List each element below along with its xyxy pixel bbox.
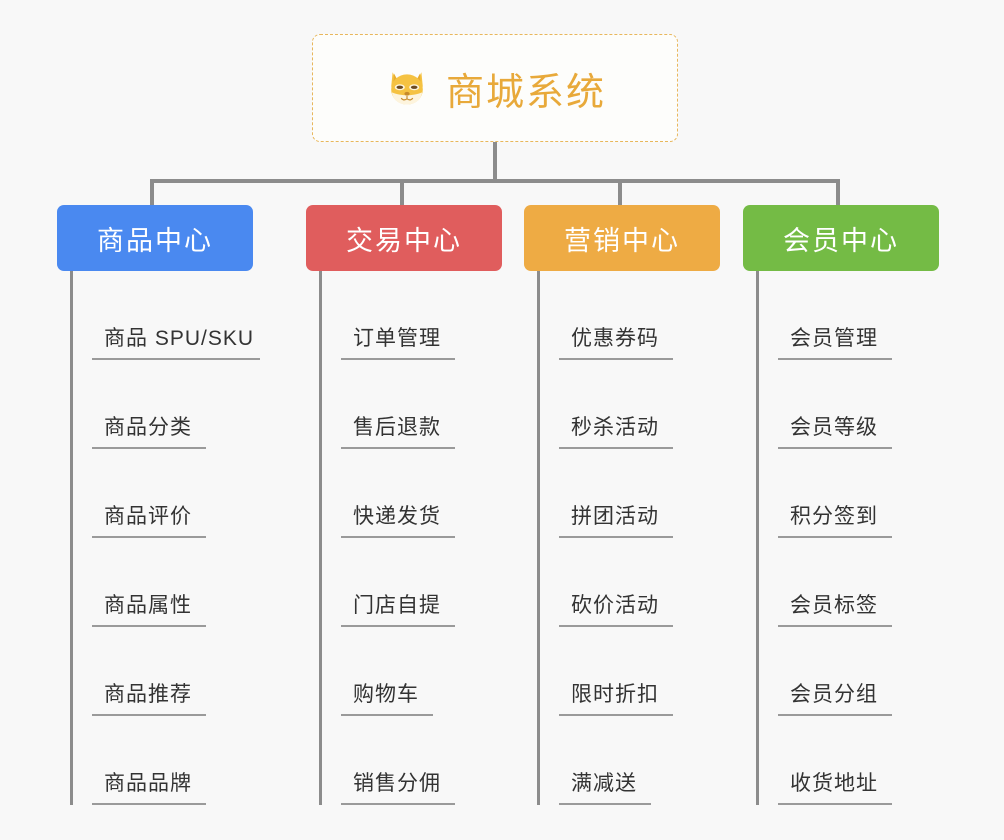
- leaf-item[interactable]: 购物车: [322, 627, 502, 716]
- leaf-item[interactable]: 商品属性: [73, 538, 253, 627]
- leaf-label: 快递发货: [341, 500, 455, 538]
- leaf-label: 订单管理: [341, 322, 455, 360]
- leaf-item[interactable]: 商品推荐: [73, 627, 253, 716]
- leaf-label: 商品品牌: [92, 767, 206, 805]
- leaf-label: 优惠券码: [559, 322, 673, 360]
- leaf-label: 会员标签: [778, 589, 892, 627]
- leaf-item[interactable]: 砍价活动: [540, 538, 720, 627]
- category-header-3[interactable]: 营销中心: [524, 205, 720, 271]
- connector-drop-4: [836, 179, 840, 207]
- category-header-4-label: 会员中心: [783, 225, 899, 256]
- leaf-list-4: 会员管理 会员等级 积分签到 会员标签 会员分组 收货地址: [756, 271, 939, 805]
- category-header-2[interactable]: 交易中心: [306, 205, 502, 271]
- leaf-item[interactable]: 订单管理: [322, 271, 502, 360]
- leaf-item[interactable]: 售后退款: [322, 360, 502, 449]
- leaf-item[interactable]: 门店自提: [322, 538, 502, 627]
- leaf-item[interactable]: 商品评价: [73, 449, 253, 538]
- branch-column-2: 交易中心 订单管理 售后退款 快递发货 门店自提 购物车 销售分佣: [306, 205, 502, 805]
- category-header-1[interactable]: 商品中心: [57, 205, 253, 271]
- leaf-label: 销售分佣: [341, 767, 455, 805]
- category-header-2-label: 交易中心: [346, 225, 462, 256]
- leaf-item[interactable]: 收货地址: [759, 716, 939, 805]
- leaf-label: 门店自提: [341, 589, 455, 627]
- connector-trunk-horizontal: [150, 179, 840, 183]
- leaf-item[interactable]: 积分签到: [759, 449, 939, 538]
- leaf-item[interactable]: 秒杀活动: [540, 360, 720, 449]
- leaf-label: 售后退款: [341, 411, 455, 449]
- leaf-item[interactable]: 满减送: [540, 716, 720, 805]
- leaf-item[interactable]: 会员等级: [759, 360, 939, 449]
- connector-drop-2: [400, 179, 404, 207]
- leaf-item[interactable]: 会员标签: [759, 538, 939, 627]
- category-header-1-label: 商品中心: [97, 225, 213, 256]
- leaf-list-3: 优惠券码 秒杀活动 拼团活动 砍价活动 限时折扣 满减送: [537, 271, 720, 805]
- leaf-label: 商品分类: [92, 411, 206, 449]
- leaf-item[interactable]: 商品品牌: [73, 716, 253, 805]
- leaf-label: 会员分组: [778, 678, 892, 716]
- leaf-label: 商品评价: [92, 500, 206, 538]
- root-node[interactable]: 商城系统: [312, 34, 678, 142]
- leaf-label: 会员管理: [778, 322, 892, 360]
- branch-column-3: 营销中心 优惠券码 秒杀活动 拼团活动 砍价活动 限时折扣 满减送: [524, 205, 720, 805]
- leaf-label: 购物车: [341, 678, 433, 716]
- leaf-item[interactable]: 拼团活动: [540, 449, 720, 538]
- shiba-dog-face-icon: [384, 65, 430, 111]
- leaf-label: 满减送: [559, 767, 651, 805]
- branch-column-1: 商品中心 商品 SPU/SKU 商品分类 商品评价 商品属性 商品推荐 商品品牌: [57, 205, 261, 805]
- connector-drop-3: [618, 179, 622, 207]
- connector-drop-1: [150, 179, 154, 207]
- root-title: 商城系统: [445, 71, 606, 114]
- leaf-list-1: 商品 SPU/SKU 商品分类 商品评价 商品属性 商品推荐 商品品牌: [70, 271, 261, 805]
- leaf-item[interactable]: 限时折扣: [540, 627, 720, 716]
- leaf-item[interactable]: 会员分组: [759, 627, 939, 716]
- leaf-label: 砍价活动: [559, 589, 673, 627]
- leaf-label: 商品推荐: [92, 678, 206, 716]
- leaf-item[interactable]: 商品 SPU/SKU: [73, 271, 261, 360]
- leaf-label: 收货地址: [778, 767, 892, 805]
- leaf-label: 商品 SPU/SKU: [92, 322, 261, 360]
- leaf-label: 会员等级: [778, 411, 892, 449]
- leaf-item[interactable]: 快递发货: [322, 449, 502, 538]
- leaf-label: 限时折扣: [559, 678, 673, 716]
- category-header-4[interactable]: 会员中心: [743, 205, 939, 271]
- leaf-item[interactable]: 优惠券码: [540, 271, 720, 360]
- leaf-label: 商品属性: [92, 589, 206, 627]
- category-header-3-label: 营销中心: [564, 225, 680, 256]
- leaf-item[interactable]: 会员管理: [759, 271, 939, 360]
- leaf-label: 秒杀活动: [559, 411, 673, 449]
- leaf-label: 拼团活动: [559, 500, 673, 538]
- connector-trunk-vertical: [493, 142, 497, 182]
- leaf-label: 积分签到: [778, 500, 892, 538]
- branch-column-4: 会员中心 会员管理 会员等级 积分签到 会员标签 会员分组 收货地址: [743, 205, 939, 805]
- leaf-item[interactable]: 销售分佣: [322, 716, 502, 805]
- leaf-item[interactable]: 商品分类: [73, 360, 253, 449]
- leaf-list-2: 订单管理 售后退款 快递发货 门店自提 购物车 销售分佣: [319, 271, 502, 805]
